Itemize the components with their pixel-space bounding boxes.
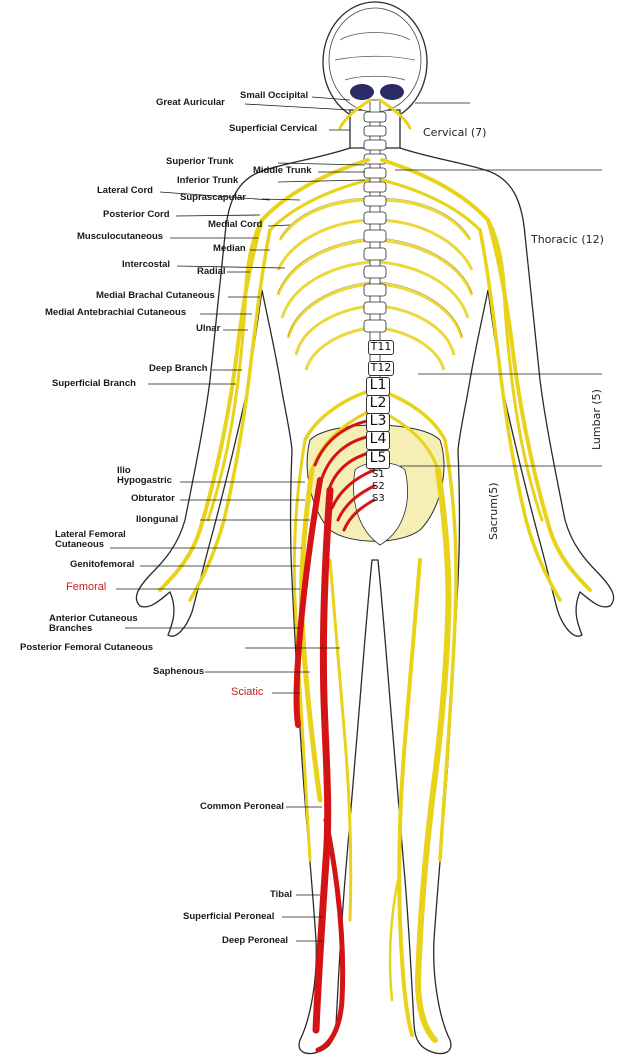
label-anterior-cutaneous-branches: Anterior Cutaneous Branches [49, 614, 138, 634]
label-inferior-trunk: Inferior Trunk [177, 176, 238, 186]
label-superficial-cervical: Superficial Cervical [229, 124, 317, 134]
label-radial: Radial [197, 267, 226, 277]
label-ilio-hypogastric: Ilio Hypogastric [117, 466, 172, 486]
label-common-peroneal: Common Peroneal [200, 802, 284, 812]
region-thoracic: Thoracic (12) [531, 233, 604, 246]
vertebra-s1: S1 [372, 470, 385, 480]
label-median: Median [213, 244, 246, 254]
vertebra-l1: L1 [366, 377, 390, 396]
label-medial-antebrachial-cutaneous: Medial Antebrachial Cutaneous [45, 308, 186, 318]
vertebra-l4: L4 [366, 431, 390, 450]
label-deep-peroneal: Deep Peroneal [222, 936, 288, 946]
label-ulnar: Ulnar [196, 324, 220, 334]
label-saphenous: Saphenous [153, 667, 204, 677]
label-deep-branch: Deep Branch [149, 364, 208, 374]
label-sciatic: Sciatic [231, 687, 263, 699]
label-superficial-peroneal: Superficial Peroneal [183, 912, 274, 922]
label-posterior-femoral-cutaneous: Posterior Femoral Cutaneous [20, 643, 153, 653]
label-intercostal: Intercostal [122, 260, 170, 270]
label-musculocutaneous: Musculocutaneous [77, 232, 163, 242]
label-femoral: Femoral [66, 582, 106, 594]
vertebra-s3: S3 [372, 494, 385, 504]
label-lateral-cord: Lateral Cord [97, 186, 153, 196]
brain [329, 8, 421, 112]
label-lateral-femoral-cutaneous: Lateral Femoral Cutaneous [55, 530, 126, 550]
label-suprascapular: Suprascapular [180, 193, 246, 203]
region-sacrum: Sacrum(5) [487, 482, 500, 540]
label-medial-cord: Medial Cord [208, 220, 262, 230]
label-middle-trunk: Middle Trunk [253, 166, 312, 176]
label-posterior-cord: Posterior Cord [103, 210, 170, 220]
vertebra-l3: L3 [366, 413, 390, 432]
label-medial-brachial-cutaneous: Medial Brachal Cutaneous [96, 291, 215, 301]
region-cervical: Cervical (7) [423, 126, 486, 139]
vertebra-l2: L2 [366, 395, 390, 414]
vertebra-t12: T12 [368, 361, 394, 376]
label-superficial-branch: Superficial Branch [52, 379, 136, 389]
vertebra-l5: L5 [366, 450, 390, 469]
label-ilionguinal: Ilongunal [136, 515, 178, 525]
label-tibal: Tibal [270, 890, 292, 900]
region-lumbar: Lumbar (5) [590, 389, 603, 450]
label-genitofemoral: Genitofemoral [70, 560, 134, 570]
label-superior-trunk: Superior Trunk [166, 157, 234, 167]
vertebra-t11: T11 [368, 340, 394, 355]
label-great-auricular: Great Auricular [156, 98, 225, 108]
label-small-occipital: Small Occipital [240, 91, 308, 101]
label-obturator: Obturator [131, 494, 175, 504]
vertebra-s2: S2 [372, 482, 385, 492]
